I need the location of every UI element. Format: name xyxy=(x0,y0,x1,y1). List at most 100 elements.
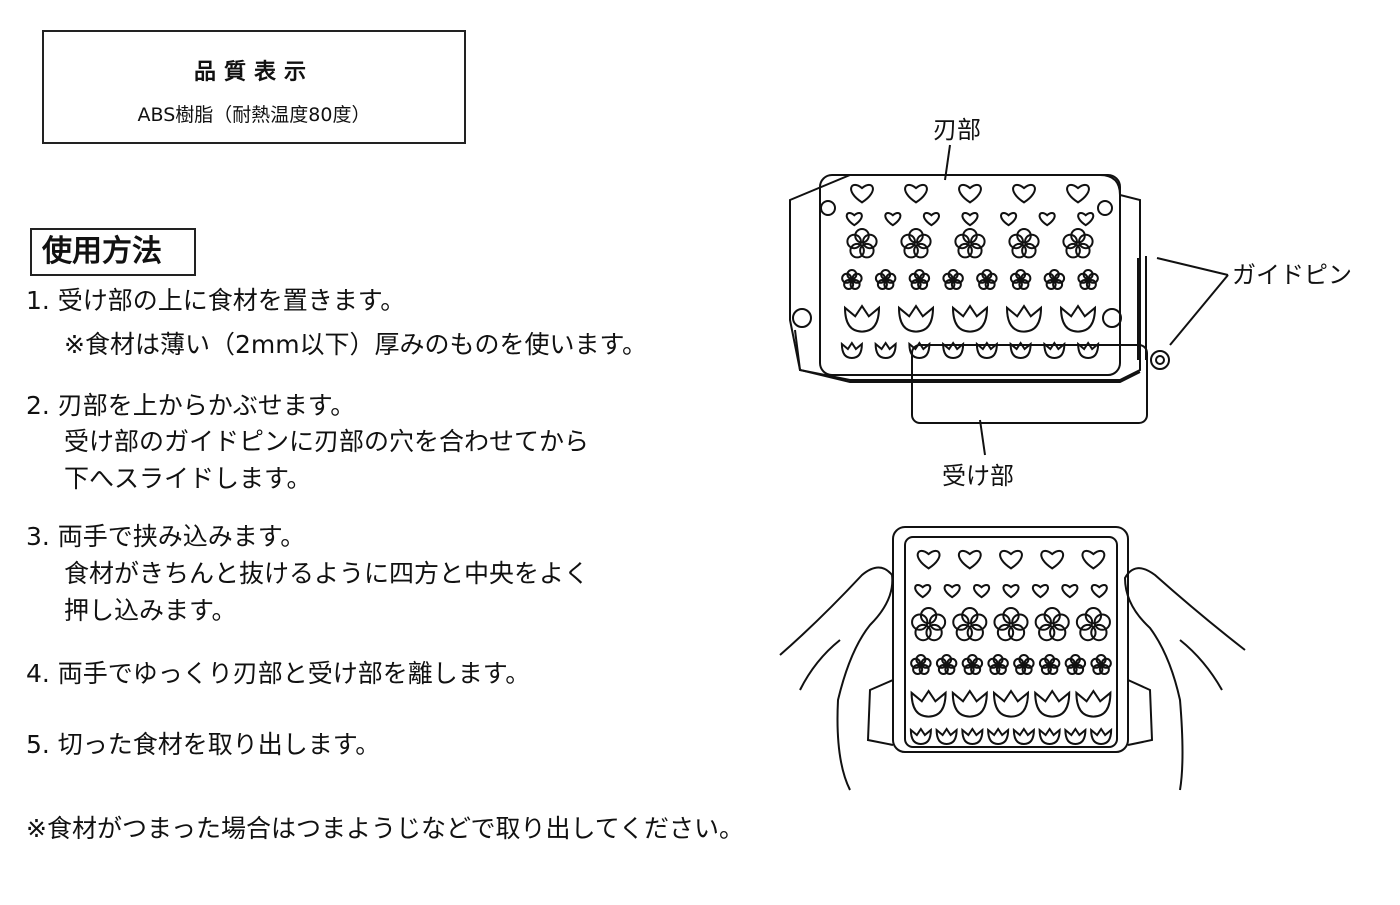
flower-petal xyxy=(919,272,931,284)
flower-petal xyxy=(952,613,970,631)
assembled-cutter-drawing xyxy=(789,144,1229,456)
handheld-cutter-shapes xyxy=(909,549,1113,746)
tulip-shape xyxy=(992,689,1030,718)
flower-petal xyxy=(1040,663,1052,675)
flower-petal xyxy=(1065,242,1081,259)
flower-petal xyxy=(917,278,929,290)
flower-petal xyxy=(997,657,1009,669)
tulip-shape xyxy=(908,341,931,360)
heart-shape xyxy=(1081,549,1106,570)
flower-petal xyxy=(1085,278,1097,290)
flower-petal xyxy=(995,663,1007,675)
tulip-shape xyxy=(1005,304,1043,333)
heart-shape xyxy=(916,549,941,570)
blade-plate-edge xyxy=(794,329,1141,383)
flower-petal xyxy=(1008,233,1024,250)
quality-material: ABS樹脂（耐熱温度80度） xyxy=(137,104,371,126)
flower-petal xyxy=(950,278,962,290)
flower-petal xyxy=(900,233,916,250)
flower-petal xyxy=(970,233,986,250)
flower-petal xyxy=(849,278,861,290)
handheld-blade-plate xyxy=(892,526,1129,753)
flower-petal xyxy=(1087,272,1099,284)
flower-petal xyxy=(970,613,988,631)
step-1-text: 1. 受け部の上に食材を置きます。 xyxy=(26,286,406,315)
flower-petal xyxy=(916,233,932,250)
flower-petal xyxy=(912,663,924,675)
flower-petal xyxy=(876,278,888,290)
flower-petal xyxy=(1049,657,1061,669)
flower-petal xyxy=(1079,623,1097,642)
tulip-shape xyxy=(910,689,947,718)
heart-shape xyxy=(850,183,874,204)
heart-shape xyxy=(1061,584,1079,599)
flower-petal xyxy=(1075,657,1087,669)
quality-label-box: 品質表示 ABS樹脂（耐熱温度80度） xyxy=(42,30,466,144)
tulip-shape xyxy=(975,341,998,360)
tulip-shape xyxy=(951,304,989,333)
plate-hole xyxy=(1102,308,1122,328)
flower-petal xyxy=(913,242,929,259)
flower-petal xyxy=(908,272,920,284)
flower-petal xyxy=(944,278,956,290)
left-hand xyxy=(779,566,894,791)
flower-petal xyxy=(993,613,1011,631)
flower-petal xyxy=(987,657,999,669)
flower-petal xyxy=(1018,278,1030,290)
flower-petal xyxy=(1043,272,1055,284)
heart-shape xyxy=(943,584,961,599)
heart-shape xyxy=(1012,183,1036,204)
quality-title: 品質表示 xyxy=(193,60,314,85)
usage-note: ※食材がつまった場合はつまようじなどで取り出してください。 xyxy=(26,814,744,843)
flower-petal xyxy=(1052,278,1064,290)
flower-petal xyxy=(970,663,982,675)
flower-petal xyxy=(1066,663,1078,675)
base-label: 受け部 xyxy=(942,462,1014,490)
flower-petal xyxy=(1078,233,1094,250)
flower-petal xyxy=(1011,242,1027,259)
flower-petal xyxy=(989,663,1001,675)
handheld-plate-inner xyxy=(904,536,1118,748)
flower-petal xyxy=(944,663,956,675)
flower-petal xyxy=(1092,663,1104,675)
flower-petal xyxy=(946,657,958,669)
step-3-line-3: 押し込みます。 xyxy=(64,596,237,625)
flower-petal xyxy=(911,613,929,631)
base-pointer xyxy=(979,419,986,456)
flower-petal xyxy=(862,233,878,250)
flower-petal xyxy=(955,623,973,642)
flower-petal xyxy=(1073,663,1085,675)
flower-petal xyxy=(841,272,853,284)
flower-petal xyxy=(963,663,975,675)
flower-petal xyxy=(937,663,949,675)
flower-petal xyxy=(1011,613,1029,631)
flower-petal xyxy=(1038,623,1056,642)
tulip-shape xyxy=(897,304,935,333)
flower-petal xyxy=(1090,657,1102,669)
flower-petal xyxy=(1075,242,1091,259)
flower-petal xyxy=(952,272,964,284)
step-2-text: 2. 刃部を上からかぶせます。 xyxy=(26,391,356,420)
flower-petal xyxy=(910,278,922,290)
guide-pin-head xyxy=(1150,350,1170,370)
step-5-text: 5. 切った食材を取り出します。 xyxy=(26,730,381,759)
flower-petal xyxy=(1052,613,1070,631)
flower-petal xyxy=(885,272,897,284)
heart-shape xyxy=(914,584,932,599)
flower-petal xyxy=(925,623,943,642)
flower-petal xyxy=(1084,607,1103,625)
heart-shape xyxy=(958,183,982,204)
flower-petal xyxy=(996,623,1015,642)
tulip-shape xyxy=(840,341,863,360)
flower-petal xyxy=(942,272,954,284)
step-2-line-3: 下へスライドします。 xyxy=(64,464,312,493)
blade-label: 刃部 xyxy=(933,116,981,144)
usage-heading: 使用方法 xyxy=(30,228,196,276)
flower-petal xyxy=(976,272,988,284)
handheld-plate-tab xyxy=(1127,679,1154,746)
flower-petal xyxy=(1064,657,1076,669)
flower-petal xyxy=(918,663,930,675)
flower-petal xyxy=(1038,657,1050,669)
tulip-shape xyxy=(1075,689,1112,718)
flower-petal xyxy=(957,242,973,259)
